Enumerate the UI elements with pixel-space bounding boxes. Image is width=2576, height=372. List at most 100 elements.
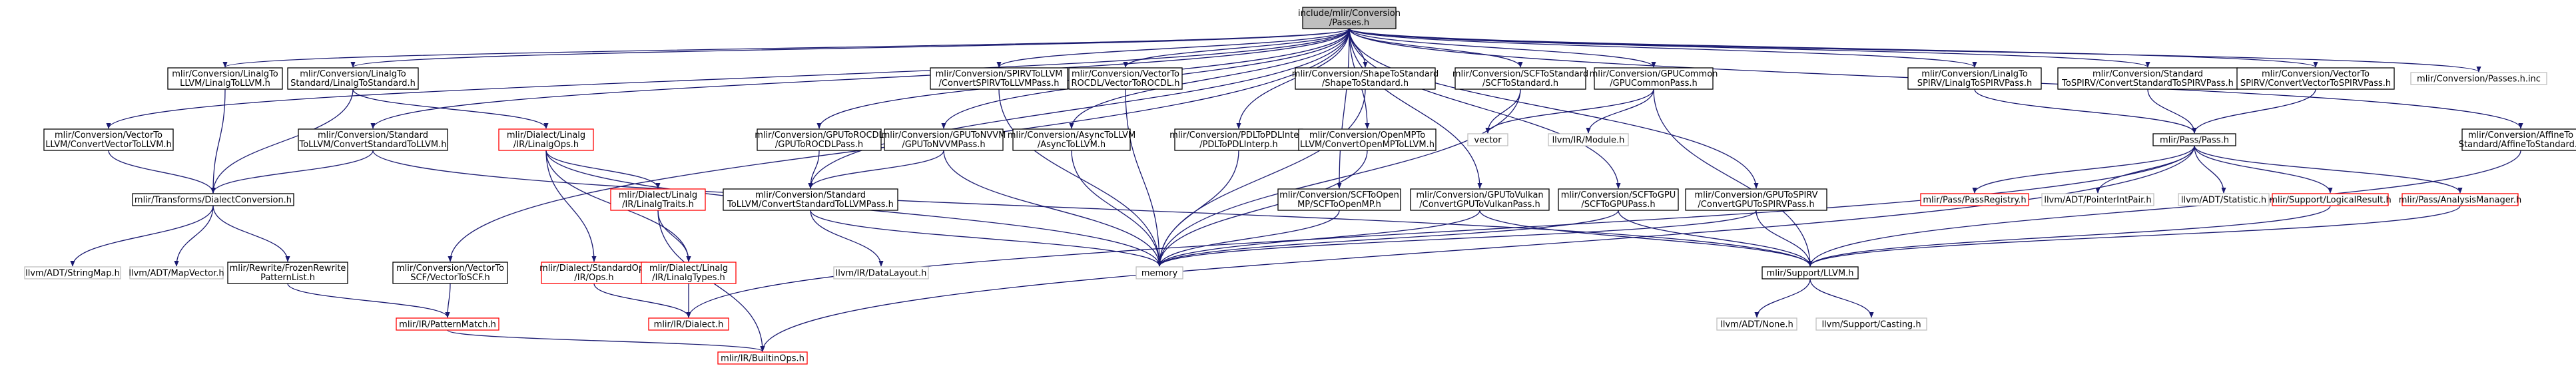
edge-linalgToStd-to-dialectConv [210,89,354,194]
node-gpuCommon[interactable]: mlir/Conversion/GPUCommon/GPUCommonPass.… [1590,67,1718,90]
edge-root-to-stdToLLVM2 [808,28,1350,189]
node-scfToStd[interactable]: mlir/Conversion/SCFToStandard/SCFToStand… [1452,67,1588,90]
node-label-line: SCF/VectorToSCF.h [410,273,489,283]
node-vecToSPIRV[interactable]: mlir/Conversion/VectorToSPIRV/ConvertVec… [2236,67,2395,90]
node-vecToSCF[interactable]: mlir/Conversion/VectorToSCF/VectorToSCF.… [392,262,508,284]
edge-root-to-gpuCommon [1349,28,1656,68]
node-dialectConv[interactable]: mlir/Transforms/DialectConversion.h [132,193,294,206]
node-asyncToLLVM[interactable]: mlir/Conversion/AsyncToLLVM/AsyncToLLVM.… [1008,128,1135,151]
node-memory: memory [1135,266,1183,279]
node-label-line: /ConvertGPUToVulkanPass.h [1419,200,1540,210]
edge-scfToStd-to-memory [1157,89,1521,267]
node-linalgTypes[interactable]: mlir/Dialect/Linalg/IR/LinalgTypes.h [641,262,737,284]
edge-stdToLLVM-to-supportLLVM [372,150,1813,267]
node-label-line: MP/SCFToOpenMP.h [1297,200,1381,210]
node-label-line: memory [1141,269,1178,279]
edge-linalgOps-to-stdOps [545,150,597,262]
node-box [396,317,499,331]
node-label-line: /AsyncToLLVM.h [1038,140,1106,150]
edge-analysisMgr-to-supportLLVM [1807,205,2461,267]
node-box [2152,133,2236,146]
node-stdToLLVM[interactable]: mlir/Conversion/StandardToLLVM/ConvertSt… [298,128,448,151]
node-linalgOps[interactable]: mlir/Dialect/Linalg/IR/LinalgOps.h [498,128,594,151]
node-label-line: LLVM/ConvertOpenMPToLLVM.h [1300,140,1435,150]
node-logicalResult[interactable]: mlir/Support/LogicalResult.h [2269,193,2392,206]
node-spirvToLLVM[interactable]: mlir/Conversion/SPIRVToLLVM/ConvertSPIRV… [930,67,1068,90]
node-stdToLLVM2[interactable]: mlir/Conversion/StandardToLLVM/ConvertSt… [723,188,898,211]
edge-gpuToSPIRV-to-memory [1157,210,1757,267]
edge-root-to-shapeToStd [1349,28,1368,68]
node-label-line: /IR/LinalgTraits.h [622,200,694,210]
edge-linalgToStd-to-linalgOps [352,89,549,129]
node-box [723,188,898,211]
node-passPass[interactable]: mlir/Pass/Pass.h [2152,133,2236,146]
node-box [287,67,419,90]
edge-passPass-to-pointerIntPair [2095,145,2195,194]
edge-passPass-to-irDialect [686,145,2195,318]
node-analysisMgr[interactable]: mlir/Pass/AnalysisManager.h [2399,193,2521,206]
node-passRegistry[interactable]: mlir/Pass/PassRegistry.h [1920,193,2029,206]
node-label-line: /ShapeToStandard.h [1322,79,1409,89]
node-box [227,262,348,284]
node-label-line: llvm/ADT/None.h [1720,320,1793,330]
node-llvmNone: llvm/ADT/None.h [1716,317,1797,331]
node-linalgToLLVM[interactable]: mlir/Conversion/LinalgToLLVM/LinalgToLLV… [167,67,283,90]
node-label-line: mlir/Pass/PassRegistry.h [1923,196,2026,206]
edge-root-to-gpuToSPIRV [1349,28,1759,189]
node-box [2236,67,2395,90]
node-stdToSPIRV[interactable]: mlir/Conversion/StandardToSPIRV/ConvertS… [2057,67,2238,90]
edge-gpuCommon-to-vector [1485,89,1654,134]
node-box [2410,72,2547,85]
node-box [1277,188,1401,211]
node-box [2461,128,2576,151]
node-affineToStd[interactable]: mlir/Conversion/AffineToStandard/AffineT… [2459,128,2576,151]
node-label-line: mlir/Dialect/Linalg [649,264,728,274]
node-root[interactable]: include/mlir/Conversion/Passes.h [1298,7,1401,29]
node-label-line: mlir/Conversion/SPIRVToLLVM [936,69,1063,79]
node-scfToGPU[interactable]: mlir/Conversion/SCFToGPU/SCFToGPUPass.h [1558,188,1679,211]
node-linalgToSPIRV[interactable]: mlir/Conversion/LinalgToSPIRV/LinalgToSP… [1907,67,2042,90]
edge-pdlToPDLInterp-to-memory [1157,150,1239,267]
edge-passPass-to-logicalResult [2194,145,2333,194]
node-label-line: llvm/ADT/Statistic.h [2181,196,2266,206]
node-gpuToVulkan[interactable]: mlir/Conversion/GPUToVulkan/ConvertGPUTo… [1410,188,1550,211]
node-box [541,262,647,284]
edge-vecToLLVM-to-dialectConv [108,150,216,194]
edge-root-to-stdToLLVM [370,28,1350,129]
node-stringMap: llvm/ADT/StringMap.h [24,266,121,279]
node-linalgToStd[interactable]: mlir/Conversion/LinalgToStandard/LinalgT… [287,67,419,90]
node-label-line: mlir/Conversion/VectorTo [55,130,162,140]
node-builtinOps[interactable]: mlir/IR/BuiltinOps.h [717,351,808,365]
node-linalgTraits[interactable]: mlir/Dialect/Linalg/IR/LinalgTraits.h [610,188,706,211]
node-label-line: mlir/Pass/AnalysisManager.h [2399,196,2521,206]
node-patternMatch[interactable]: mlir/IR/PatternMatch.h [396,317,499,331]
node-box [24,266,121,279]
node-box [1907,67,2042,90]
node-label-line: mlir/IR/BuiltinOps.h [721,354,805,364]
node-layer: include/mlir/Conversion/Passes.h mlir/Con… [24,7,2576,365]
node-supportLLVM[interactable]: mlir/Support/LLVM.h [1762,266,1859,279]
node-stdOps[interactable]: mlir/Dialect/StandardOps/IR/Ops.h [539,262,649,284]
node-irDialect[interactable]: mlir/IR/Dialect.h [648,317,729,331]
node-label-line: ToLLVM/ConvertStandardToLLVM.h [299,140,447,150]
node-openMPToLLVM[interactable]: mlir/Conversion/OpenMPToLLVM/ConvertOpen… [1298,128,1437,151]
node-label-line: mlir/Pass/Pass.h [2160,136,2229,146]
node-gpuToROCDL[interactable]: mlir/Conversion/GPUToROCDL/GPUToROCDLPas… [755,128,884,151]
node-box [1410,188,1550,211]
node-label-line: mlir/Conversion/SCFToGPU [1561,190,1676,200]
node-gpuToNVVM[interactable]: mlir/Conversion/GPUToNVVM/GPUToNVVMPass.… [882,128,1006,151]
node-pdlToPDLInterp[interactable]: mlir/Conversion/PDLToPDLInterp/PDLToPDLI… [1169,128,1308,151]
node-vecToLLVM[interactable]: mlir/Conversion/VectorToLLVM/ConvertVect… [43,128,174,151]
node-label-line: mlir/Conversion/AffineTo [2468,130,2573,140]
node-gpuToSPIRV[interactable]: mlir/Conversion/GPUToSPIRV/ConvertGPUToS… [1685,188,1827,211]
edge-asyncToLLVM-to-memory [1071,150,1162,267]
node-label-line: mlir/Conversion/Standard [755,190,866,200]
node-shapeToStd[interactable]: mlir/Conversion/ShapeToStandard/ShapeToS… [1292,67,1439,90]
edge-stdToLLVM-to-dialectConv [210,150,374,194]
node-scfToOpenMP[interactable]: mlir/Conversion/SCFToOpenMP/SCFToOpenMP.… [1277,188,1401,211]
node-vecToROCDL[interactable]: mlir/Conversion/VectorToROCDL/VectorToRO… [1068,67,1183,90]
node-label-line: mlir/Conversion/LinalgTo [1921,69,2028,79]
edge-gpuCommon-to-supportLLVM [1653,89,1813,267]
